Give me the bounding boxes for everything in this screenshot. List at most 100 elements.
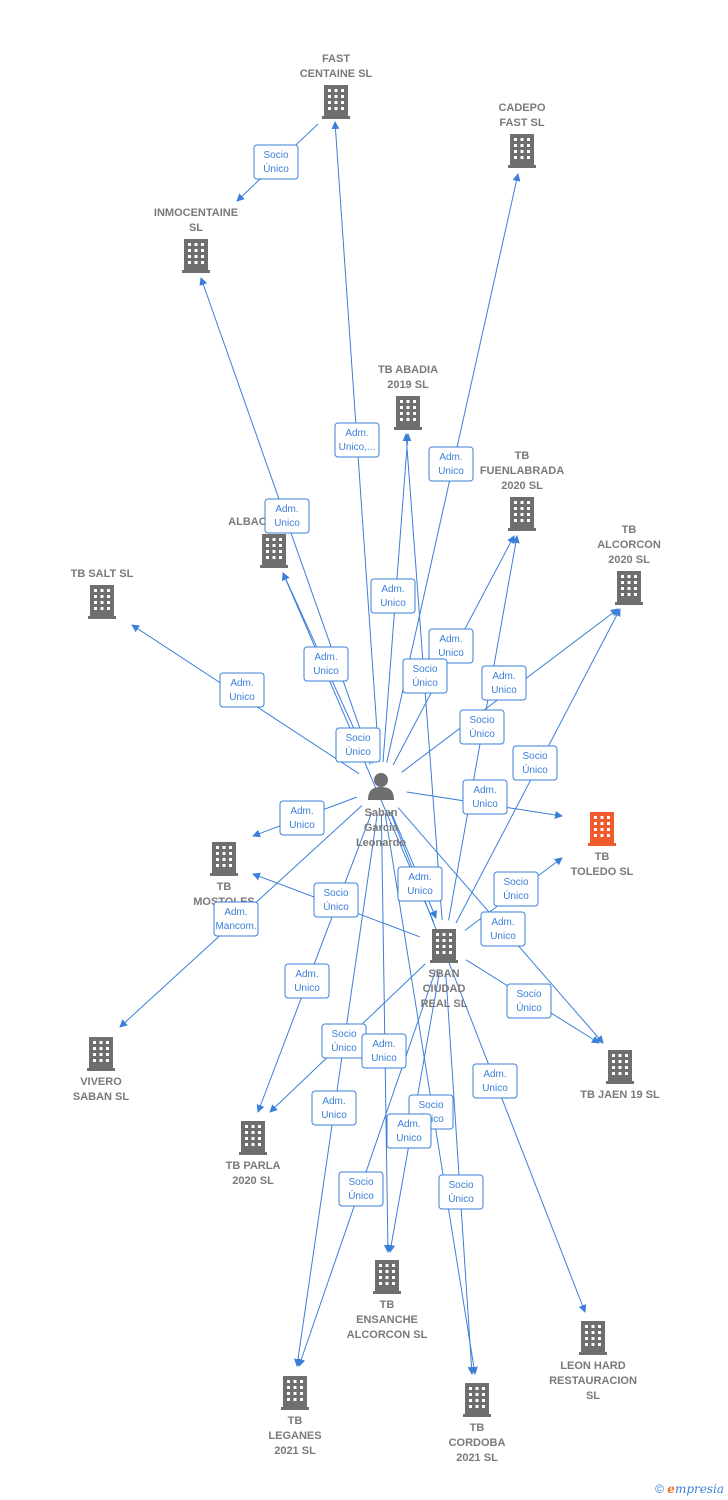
edge-label-text: Adm. <box>491 917 514 928</box>
edge-label-adm-unico[interactable]: Adm.Unico <box>397 866 443 902</box>
edge-label-adm-unico[interactable]: Adm.Unico <box>284 963 330 999</box>
edge-label-box <box>311 1090 357 1126</box>
node-label: CENTAINE SL <box>300 68 373 80</box>
edge-label-box <box>335 727 381 763</box>
edge-label-text: Unico <box>491 685 517 696</box>
edge-label-adm-unico[interactable]: Adm.Unico <box>428 446 474 482</box>
node-label: TB ABADIA <box>378 364 438 376</box>
node-tb-jaen[interactable]: TB JAEN 19 SL <box>580 1050 660 1101</box>
node-label: LEON HARD <box>560 1360 625 1372</box>
edge-label-text: Unico <box>482 1083 508 1094</box>
edge-label-adm-unico[interactable]: Adm.Unico <box>311 1090 357 1126</box>
node-label: ENSANCHE <box>356 1314 418 1326</box>
node-tb-salt[interactable]: TB SALT SL <box>71 568 134 619</box>
edge-label-adm-unico[interactable]: Adm.Unico <box>472 1063 518 1099</box>
edge-label-box <box>361 1033 407 1069</box>
node-label: TB <box>288 1415 303 1427</box>
edge-label-text: Socio <box>516 989 541 1000</box>
edge-label-adm-unico[interactable]: Adm.Unico,... <box>334 422 380 458</box>
edge-label-text: Socio <box>323 888 348 899</box>
building-icon <box>239 1121 267 1155</box>
building-icon <box>508 134 536 168</box>
building-icon <box>579 1321 607 1355</box>
building-icon <box>508 497 536 531</box>
edge-label-adm-unico[interactable]: Adm.Unico <box>264 498 310 534</box>
edge-label-adm-unico[interactable]: Adm.Unico <box>219 672 265 708</box>
node-label: VIVERO <box>80 1076 122 1088</box>
edge-label-box <box>481 665 527 701</box>
edge-saban-garcia-to-tb-parla <box>256 812 373 1113</box>
edge-label-adm-unico[interactable]: Adm.Unico <box>303 646 349 682</box>
edge-label-text: Socio <box>448 1180 473 1191</box>
brand-logo-initial[interactable]: e <box>667 1482 675 1496</box>
edge-label-box <box>480 911 526 947</box>
edge-label-adm-unico[interactable]: Adm.Unico <box>480 911 526 947</box>
building-icon <box>588 812 616 846</box>
edge-label-box <box>213 901 259 937</box>
edge-sban-ciudad-real-to-tb-leganes <box>297 970 436 1367</box>
node-label: SL <box>586 1390 600 1402</box>
edge-label-text: Unico <box>274 518 300 529</box>
edge-label-text: Socio <box>418 1100 443 1111</box>
edge-label-text: Único <box>331 1041 357 1054</box>
node-label: TB JAEN 19 SL <box>580 1089 660 1101</box>
edge-label-box <box>386 1113 432 1149</box>
node-label: TB <box>470 1422 485 1434</box>
building-icon <box>87 1037 115 1071</box>
edge-label-box <box>284 963 330 999</box>
edge-label-adm-unico[interactable]: Adm.Unico <box>462 779 508 815</box>
edge-label-adm-unico[interactable]: Adm.Unico <box>428 628 474 664</box>
edge-label-text: Único <box>345 745 371 758</box>
edge-label-box <box>370 578 416 614</box>
node-label: INMOCENTAINE <box>154 207 238 219</box>
node-label: 2020 SL <box>501 480 543 492</box>
edge-label-adm-unico[interactable]: Adm.Unico <box>361 1033 407 1069</box>
node-label: TB SALT SL <box>71 568 134 580</box>
edge-label-text: Unico <box>294 983 320 994</box>
edge-label-adm-unico[interactable]: Adm.Unico <box>481 665 527 701</box>
node-albacete[interactable]: ALBAC... <box>228 516 288 568</box>
building-icon <box>88 585 116 619</box>
edge-label-adm-mancom[interactable]: Adm.Mancom. <box>213 901 259 937</box>
brand-logo-text[interactable]: mpresia <box>674 1482 724 1496</box>
edge-label-text: Adm. <box>397 1119 420 1130</box>
edge-label-box <box>472 1063 518 1099</box>
edge-label-adm-unico[interactable]: Adm.Unico <box>370 578 416 614</box>
node-label: ALCORCON SL <box>347 1329 428 1341</box>
edge-label-adm-unico[interactable]: Adm.Unico <box>386 1113 432 1149</box>
edge-label-text: Único <box>522 763 548 776</box>
edge-label-text: Adm. <box>439 634 462 645</box>
node-label: 2020 SL <box>608 554 650 566</box>
edge-label-box <box>459 709 505 745</box>
node-label: SBAN <box>428 968 459 980</box>
edge-label-text: Adm. <box>381 584 404 595</box>
edge-label-adm-unico[interactable]: Adm.Unico <box>279 800 325 836</box>
edge-label-text: Socio <box>345 733 370 744</box>
